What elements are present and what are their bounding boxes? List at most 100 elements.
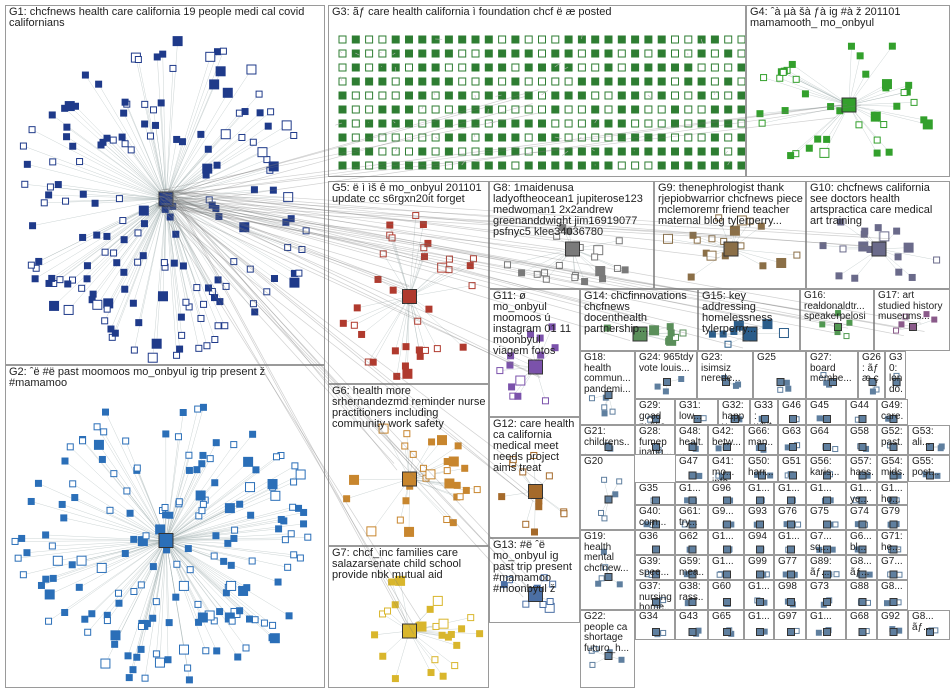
- group-label: G1...: [810, 484, 843, 495]
- group-label: G21: childrens...: [584, 427, 632, 455]
- node: [645, 120, 652, 127]
- edge: [23, 146, 166, 199]
- node: [881, 122, 887, 128]
- node: [198, 613, 207, 622]
- node: [415, 318, 421, 324]
- node: [94, 232, 100, 238]
- hub-node: [403, 290, 417, 304]
- node: [539, 106, 546, 113]
- hub-node: [757, 497, 764, 504]
- hub-node: [824, 629, 831, 636]
- node: [454, 482, 460, 488]
- node: [286, 613, 292, 619]
- node: [793, 76, 799, 82]
- node: [578, 148, 585, 155]
- node: [28, 262, 34, 268]
- group-panel-g1x: G1...: [675, 482, 708, 505]
- group-label: G98: [778, 582, 803, 593]
- group-label: G5: ë ì ìš ê mo_onbyul 201101 update cc …: [332, 183, 486, 205]
- node: [46, 192, 52, 198]
- node: [455, 443, 461, 449]
- group-label: G31: low...: [679, 401, 715, 422]
- node: [183, 299, 189, 305]
- node: [525, 106, 532, 113]
- node: [180, 645, 189, 654]
- node: [130, 667, 136, 673]
- edge: [410, 216, 416, 297]
- node: [658, 120, 665, 127]
- node: [848, 43, 854, 49]
- node: [525, 120, 532, 127]
- node: [379, 92, 386, 99]
- node: [120, 218, 126, 224]
- node: [472, 78, 479, 85]
- node: [174, 352, 180, 358]
- node: [820, 322, 825, 327]
- node: [440, 673, 446, 679]
- node: [122, 551, 128, 557]
- node: [419, 36, 426, 43]
- node: [444, 468, 450, 474]
- node: [816, 630, 821, 635]
- node: [539, 36, 546, 43]
- node: [777, 258, 786, 267]
- node: [512, 92, 519, 99]
- node: [84, 263, 90, 269]
- node: [565, 64, 572, 71]
- node: [516, 376, 525, 385]
- node: [485, 92, 492, 99]
- node: [392, 162, 399, 169]
- node: [472, 106, 479, 113]
- node: [141, 221, 147, 227]
- group-label: G96: [712, 484, 741, 495]
- node: [45, 590, 54, 599]
- node: [561, 511, 567, 517]
- node: [884, 601, 889, 606]
- group-panel-g16: G16: realdonaldtr... speakerpelosi: [800, 289, 874, 351]
- node: [244, 457, 253, 466]
- hub-node: [724, 497, 731, 504]
- group-panel-g21: G21: childrens...: [580, 425, 635, 455]
- node: [459, 120, 466, 127]
- node: [199, 461, 205, 467]
- node: [134, 465, 140, 471]
- node: [231, 259, 237, 265]
- node: [258, 148, 267, 157]
- node: [889, 43, 895, 49]
- node: [200, 501, 206, 507]
- node: [270, 187, 276, 193]
- node: [366, 64, 373, 71]
- group-panel-g75: G75: [806, 505, 846, 530]
- node: [525, 36, 532, 43]
- node: [252, 309, 258, 315]
- node: [685, 78, 692, 85]
- node: [36, 258, 42, 264]
- group-panel-g18: G18: health commun... pandemi...: [580, 351, 635, 425]
- node: [565, 106, 572, 113]
- group-label: G22: people ca shortage futuro_h...: [584, 612, 632, 654]
- node: [672, 134, 679, 141]
- group-label: G57: hass...: [850, 457, 874, 482]
- edge: [166, 199, 291, 219]
- node: [698, 148, 705, 155]
- node: [711, 50, 718, 57]
- node: [863, 71, 869, 77]
- node: [685, 120, 692, 127]
- node: [352, 78, 359, 85]
- node: [901, 90, 907, 96]
- group-panel-g39: G39: spee...: [635, 555, 675, 580]
- node: [815, 136, 821, 142]
- node: [788, 153, 794, 159]
- group-panel-g8y: G8...: [877, 580, 908, 610]
- node: [352, 36, 359, 43]
- group-panel-g1b: G1... ye...: [846, 482, 877, 505]
- group-label: G23: isimsiz nerede...: [701, 353, 750, 385]
- node: [618, 134, 625, 141]
- hub-node: [566, 242, 580, 256]
- node: [880, 232, 889, 241]
- node: [275, 579, 281, 585]
- node: [499, 64, 506, 71]
- node: [605, 92, 612, 99]
- node: [472, 148, 479, 155]
- group-label: G66: man...: [748, 427, 775, 455]
